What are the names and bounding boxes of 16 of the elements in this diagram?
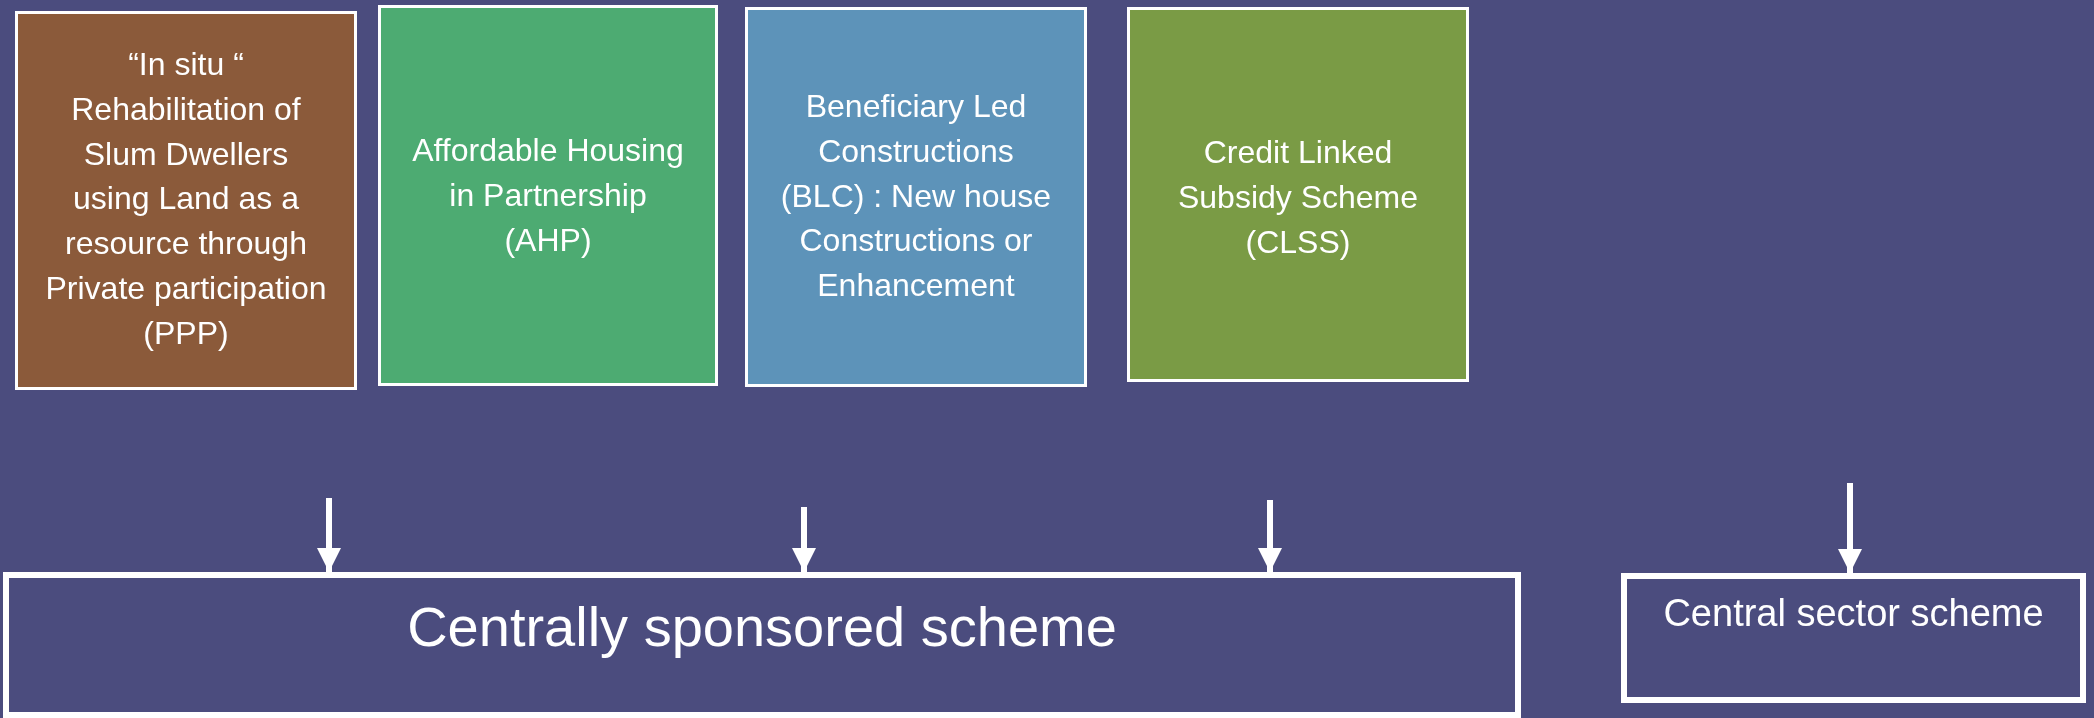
box-label: Credit Linked Subsidy Scheme (CLSS) xyxy=(1176,133,1420,262)
scheme-box xyxy=(3,572,1521,718)
arrow xyxy=(792,507,816,572)
component-box xyxy=(1127,7,1469,382)
scheme-box xyxy=(1621,573,2086,703)
box-label: Central sector scheme xyxy=(1663,591,2044,636)
component-box xyxy=(378,5,718,386)
box-label: Centrally sponsored scheme xyxy=(407,594,1117,660)
box-label: “In situ “ Rehabilitation of Slum Dwellers using Land as a resource through Private participation (PPP) xyxy=(44,45,328,353)
box-label: Affordable Housing in Partnership (AHP) xyxy=(411,131,685,260)
component-box xyxy=(15,11,357,390)
arrow xyxy=(1258,500,1282,572)
arrow xyxy=(317,498,341,572)
component-box xyxy=(745,7,1087,387)
box-label: Beneficiary Led Constructions (BLC) : New house Constructions or Enhancement xyxy=(779,87,1053,306)
arrow xyxy=(1838,483,1862,573)
